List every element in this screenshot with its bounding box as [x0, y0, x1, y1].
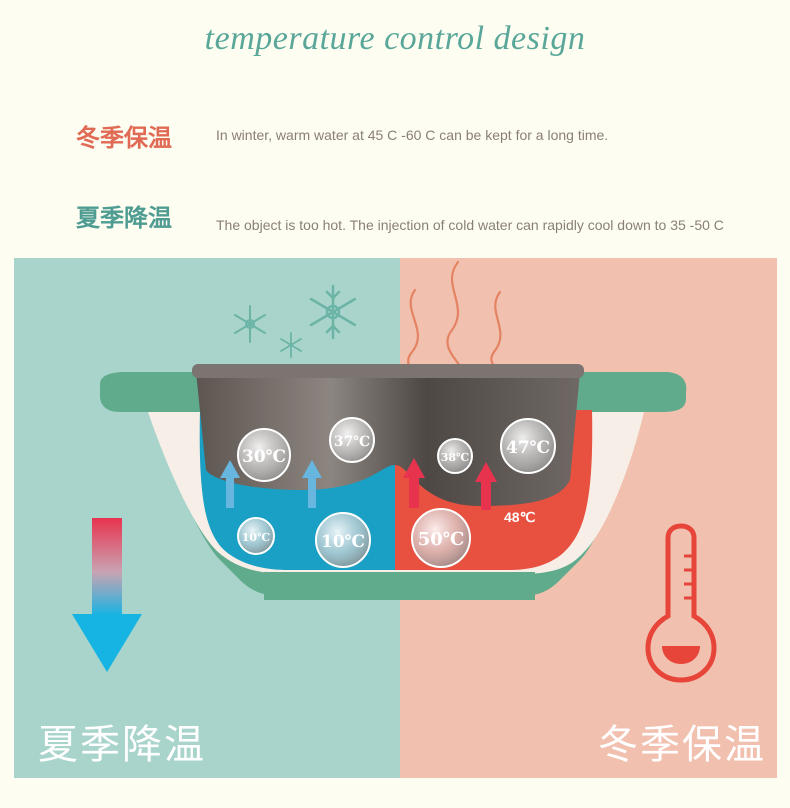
summer-bottom-label: 夏季降温 — [38, 722, 206, 768]
winter-bottom-label: 冬季保温 — [598, 722, 766, 768]
temperature-bubble: 50℃ — [411, 508, 471, 568]
temperature-bubble: 30℃ — [237, 428, 291, 482]
steam-icon — [407, 260, 504, 380]
svg-text:30℃: 30℃ — [242, 447, 286, 467]
svg-text:10℃: 10℃ — [321, 532, 365, 552]
svg-text:38℃: 38℃ — [441, 451, 470, 464]
steel-pot-rim — [192, 364, 584, 378]
snowflake-icon — [234, 305, 266, 343]
thermometer-icon — [645, 523, 717, 683]
summer-heading: 夏季降温 — [76, 204, 172, 232]
bowl-base — [264, 572, 535, 600]
temperature-bubble: 10℃ — [237, 517, 275, 555]
arrow-up-icon — [403, 458, 497, 510]
svg-text:37℃: 37℃ — [334, 434, 370, 450]
temperature-bubble: 37℃ — [329, 417, 375, 463]
arrow-down-icon — [72, 518, 142, 672]
arrow-up-icon — [220, 460, 322, 508]
winter-description: In winter, warm water at 45 C -60 C can … — [216, 127, 609, 143]
summer-description: The object is too hot. The injection of … — [216, 217, 724, 233]
svg-text:10℃: 10℃ — [242, 531, 271, 544]
svg-text:50℃: 50℃ — [418, 529, 465, 550]
temperature-bubble: 10℃ — [315, 512, 371, 568]
temperature-bubble: 47℃ — [500, 418, 556, 474]
page-title: temperature control design — [204, 20, 586, 57]
svg-text:47℃: 47℃ — [506, 438, 550, 458]
snowflake-icon — [309, 284, 357, 340]
snowflake-icon — [280, 332, 302, 358]
water-temperature-label: 48℃ — [504, 509, 536, 525]
temperature-bubble: 38℃ — [437, 438, 473, 474]
winter-heading: 冬季保温 — [76, 124, 172, 152]
thermometer-bulb — [662, 646, 700, 664]
